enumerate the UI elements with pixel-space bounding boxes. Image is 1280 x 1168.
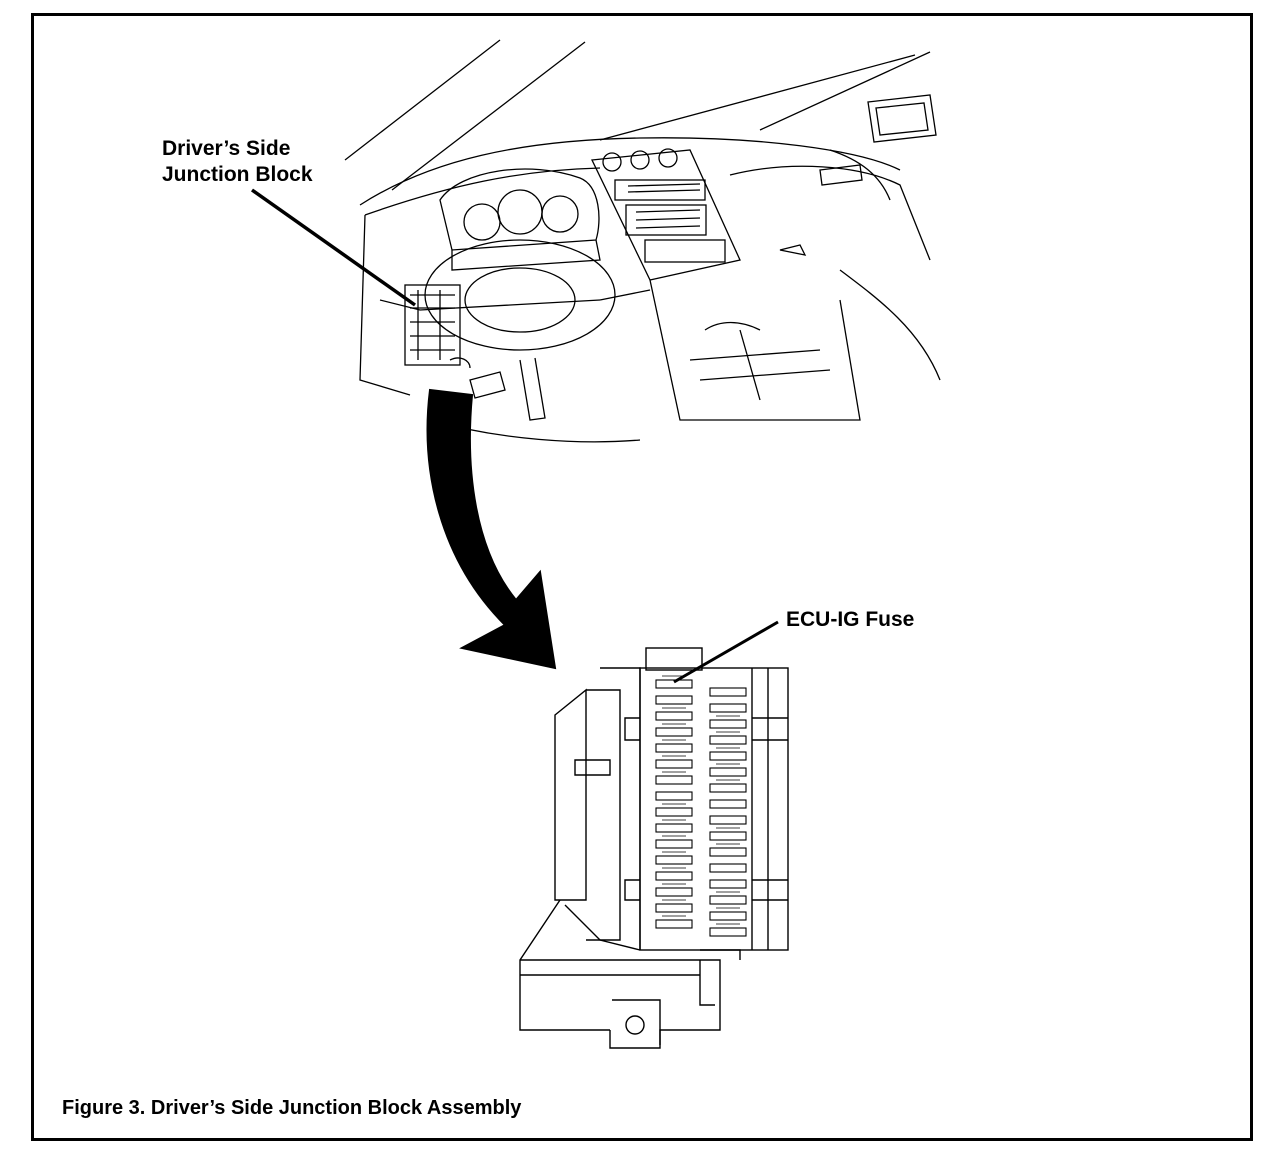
dashboard-drawing [344, 39, 941, 443]
fuse-column-right [709, 687, 747, 937]
junction-block-leader-line [250, 188, 417, 307]
junction-block-callout-line1: Driver’s Side [162, 137, 291, 160]
curved-arrow-icon [426, 388, 557, 670]
fuse-column-left [655, 679, 693, 929]
figure-caption: Figure 3. Driver’s Side Junction Block A… [62, 1097, 522, 1119]
junction-block-callout-line2: Junction Block [162, 163, 313, 186]
ecu-ig-leader-line [673, 620, 779, 684]
ecu-ig-fuse-callout: ECU-IG Fuse [786, 608, 915, 631]
fuse-label-marks [662, 675, 740, 925]
junction-block-enlarged [519, 647, 789, 1049]
figure-frame [31, 13, 1253, 1141]
